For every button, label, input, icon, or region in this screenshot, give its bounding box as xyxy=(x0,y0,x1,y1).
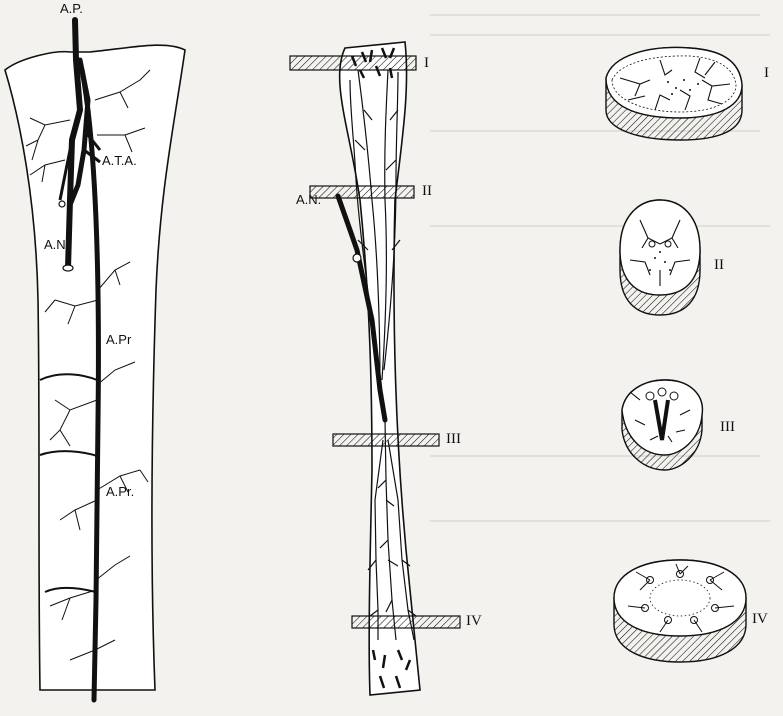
label-nutrient-artery-middle: A.N. xyxy=(296,193,321,206)
section-plane-3 xyxy=(333,434,439,446)
label-periosteal-artery-upper: A.Pr xyxy=(106,333,131,346)
label-nutrient-artery-left: A.N. xyxy=(44,238,69,251)
label-popliteal-artery: A.P. xyxy=(60,2,83,15)
cross-section-2 xyxy=(620,200,700,315)
label-section-3: III xyxy=(720,420,735,435)
section-plane-4 xyxy=(352,616,460,628)
section-plane-1 xyxy=(290,56,416,70)
label-section-1: I xyxy=(764,66,769,81)
label-plane-4: IV xyxy=(466,614,482,629)
label-periosteal-artery-lower: A.Pr. xyxy=(106,485,134,498)
label-section-4: IV xyxy=(752,612,768,627)
section-plane-2 xyxy=(310,186,414,198)
cross-section-3 xyxy=(622,380,702,470)
middle-bone-figure xyxy=(290,42,460,695)
label-plane-3: III xyxy=(446,432,461,447)
label-plane-1: I xyxy=(424,56,429,71)
cross-section-4 xyxy=(614,560,746,662)
nutrient-foramen xyxy=(63,265,73,271)
left-bone-figure xyxy=(5,20,185,700)
label-anterior-tibial-artery: A.T.A. xyxy=(102,154,137,167)
label-section-2: II xyxy=(714,258,724,273)
label-plane-2: II xyxy=(422,184,432,199)
cross-section-1 xyxy=(606,47,742,140)
